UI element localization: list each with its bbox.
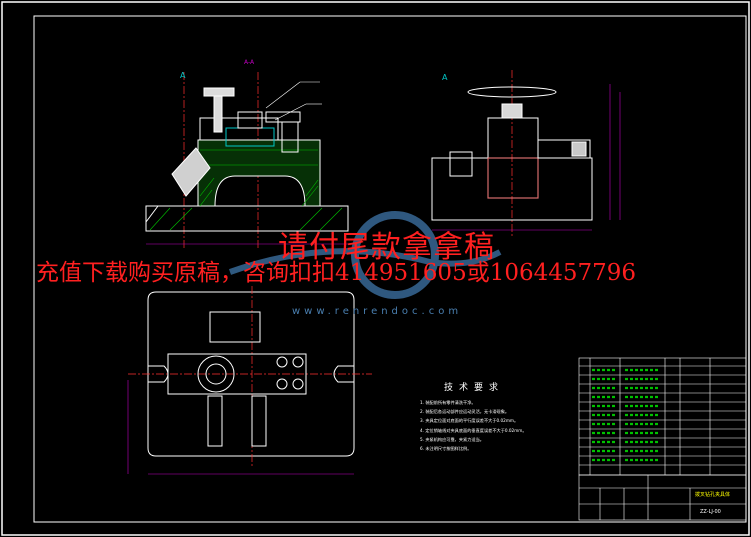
requirement-note: 4. 定位销轴线对夹具底面的垂直度误差不大于0.02mm。 <box>420 427 527 433</box>
bill-of-materials <box>578 357 747 476</box>
svg-text:A: A <box>442 73 448 82</box>
front-section-view: A A-A <box>145 59 349 250</box>
title-block <box>578 474 747 521</box>
requirement-note: 2. 装配后各运动部件应运动灵活，无卡滞现象。 <box>420 409 510 415</box>
watermark-contact-text: 充值下载购买原稿，咨询扣扣414951605或1064457796 <box>36 260 637 286</box>
watermark-logo <box>228 211 502 299</box>
requirement-note: 1. 装配前所有零件清洗干净。 <box>420 400 476 405</box>
svg-text:A: A <box>180 71 186 80</box>
technical-requirements-heading: 技术要求 <box>444 383 505 393</box>
inner-frame <box>33 15 747 523</box>
requirement-note: 3. 夹具定位面对底面的平行度误差不大于0.02mm。 <box>420 418 519 424</box>
requirement-note: 5. 夹紧机构应可靠，夹紧力适当。 <box>420 436 484 442</box>
drawing-number: ZZ-LJ-00 <box>700 509 721 515</box>
watermark-headline: 请付尾款拿拿稿 <box>278 230 495 265</box>
requirement-note: 6. 未注明尺寸按图样比例。 <box>420 446 472 452</box>
watermark-url: www.renrendoc.com <box>292 306 463 317</box>
plan-view <box>127 286 372 475</box>
side-view: A <box>431 70 621 238</box>
section-label: A-A <box>244 59 255 66</box>
technical-requirements-list: 1. 装配前所有零件清洗干净。 2. 装配后各运动部件应运动灵活，无卡滞现象。 … <box>420 398 580 453</box>
part-title: 拨叉钻孔夹具体 <box>695 492 731 498</box>
